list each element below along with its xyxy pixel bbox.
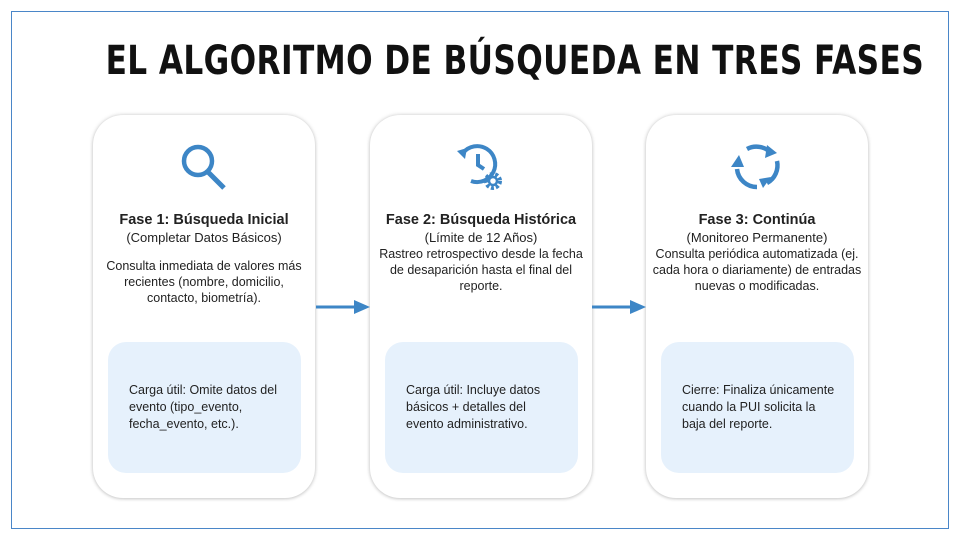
phase-note-box: Cierre: Finaliza únicamente cuando la PU…	[661, 342, 854, 473]
phase-title: Fase 3: Continúa	[698, 212, 816, 228]
phase-subtitle: (Monitoreo Permanente)	[686, 230, 828, 245]
refresh-cycle-icon	[646, 139, 868, 193]
history-gear-icon	[370, 139, 592, 193]
slide-title: EL ALGORITMO DE BÚSQUEDA EN TRES FASES	[105, 38, 925, 84]
phase-title: Fase 1: Búsqueda Inicial	[119, 212, 289, 228]
phase-title: Fase 2: Búsqueda Histórica	[385, 212, 577, 228]
phase-note: Carga útil: Incluye datos básicos + deta…	[406, 383, 541, 431]
phase-note-box: Carga útil: Incluye datos básicos + deta…	[385, 342, 578, 473]
phase-description: Rastreo retrospectivo desde la fecha de …	[379, 247, 583, 293]
search-icon	[93, 139, 315, 193]
arrow-right-icon	[592, 300, 646, 314]
phase-card-3: Fase 3: Continúa (Monitoreo Permanente) …	[646, 115, 868, 498]
phase-description: Consulta inmediata de valores más recien…	[106, 259, 302, 305]
phase-note: Carga útil: Omite datos del evento (tipo…	[129, 383, 277, 431]
phase-note-box: Carga útil: Omite datos del evento (tipo…	[108, 342, 301, 473]
phase-card-2: Fase 2: Búsqueda Histórica (Límite de 12…	[370, 115, 592, 498]
phase-subtitle: (Completar Datos Básicos)	[126, 230, 282, 245]
phase-card-1: Fase 1: Búsqueda Inicial (Completar Dato…	[93, 115, 315, 498]
phase-description: Consulta periódica automatizada (ej. cad…	[652, 247, 862, 293]
arrow-right-icon	[316, 300, 370, 314]
phase-note: Cierre: Finaliza únicamente cuando la PU…	[682, 383, 835, 431]
phase-subtitle: (Límite de 12 Años)	[424, 230, 538, 245]
slide-frame	[11, 11, 949, 529]
